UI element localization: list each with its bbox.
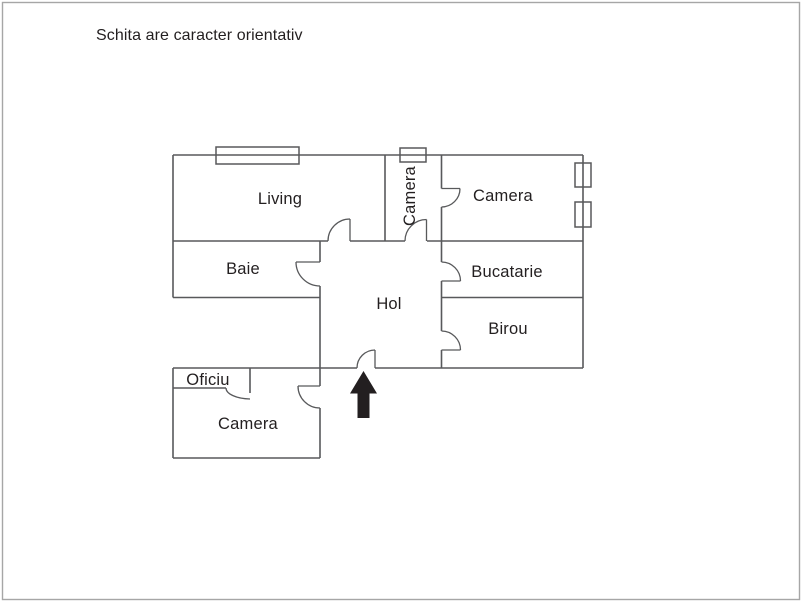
room-label-living: Living [258,190,302,208]
door-living [327,218,351,242]
plan-disclaimer-title: Schita are caracter orientativ [96,27,303,44]
room-label-baie: Baie [226,260,260,278]
door-birou [441,330,462,351]
room-label-bucatarie: Bucatarie [471,263,543,281]
room-label-camera-mid: Camera [401,165,419,226]
door-entrance [356,349,376,369]
door-oficiu [225,387,251,400]
room-label-camera-right: Camera [473,187,534,205]
door-bucatarie [441,261,462,282]
door-baie [295,261,321,287]
window-camera-right-lower [574,201,592,228]
window-living [215,146,300,165]
window-camera-right-upper [574,162,592,188]
door-camera-bottom [297,385,321,409]
door-camera-mid [404,218,428,242]
entrance-arrow-icon [350,371,377,418]
room-label-camera-bottom: Camera [218,415,279,433]
room-label-hol: Hol [376,295,401,313]
room-label-birou: Birou [488,320,528,338]
room-label-oficiu: Oficiu [186,371,229,389]
door-camera-right [441,187,461,208]
window-camera-mid [399,147,427,163]
